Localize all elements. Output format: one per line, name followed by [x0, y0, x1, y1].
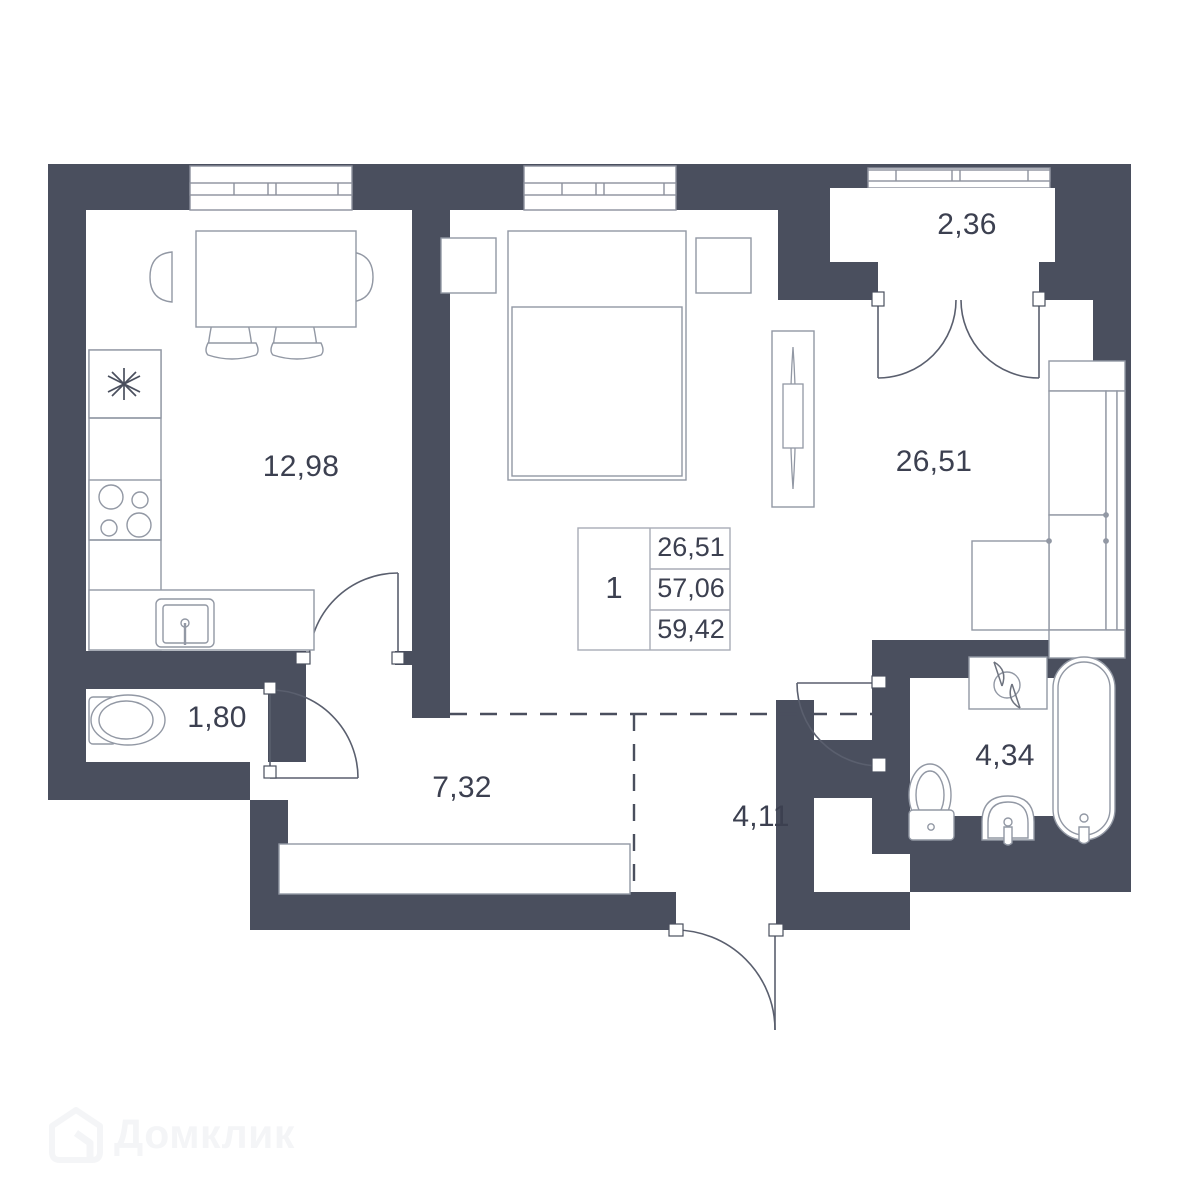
- toilet-fixture: [88, 694, 166, 746]
- watermark-group: Домклик: [49, 1107, 295, 1163]
- info-table: 1 26,51 57,06 59,42: [577, 527, 731, 651]
- kitchen-furniture-group: [88, 349, 315, 651]
- house-logo-icon: [49, 1107, 103, 1163]
- info-row-area-full: 59,42: [657, 614, 725, 644]
- info-row-area-total: 57,06: [657, 573, 725, 603]
- zone-divider-lines: [450, 712, 880, 894]
- bedroom-furniture-group: [440, 230, 815, 508]
- room-label-bathroom: 4,34: [975, 739, 1035, 772]
- room-labels-group: 12,98 26,51 2,36 1,80 7,32 4,11 4,34: [187, 208, 1035, 833]
- dining-table-set: [149, 230, 374, 360]
- room-label-living: 26,51: [896, 445, 973, 478]
- sofa-group: [971, 360, 1126, 659]
- info-rooms-count: 1: [605, 570, 622, 605]
- room-label-corridor: 7,32: [432, 771, 492, 804]
- info-row-area-living: 26,51: [657, 532, 725, 562]
- room-label-kitchen: 12,98: [263, 450, 340, 483]
- balcony-floor: [830, 188, 1055, 300]
- bathroom-fixtures-group: [908, 656, 1116, 846]
- windows-group: [189, 165, 1051, 211]
- watermark-text: Домклик: [114, 1111, 295, 1157]
- room-label-toilet: 1,80: [187, 701, 247, 734]
- room-label-balcony: 2,36: [937, 208, 997, 241]
- wardrobe: [278, 843, 631, 895]
- room-label-entrance: 4,11: [732, 800, 789, 833]
